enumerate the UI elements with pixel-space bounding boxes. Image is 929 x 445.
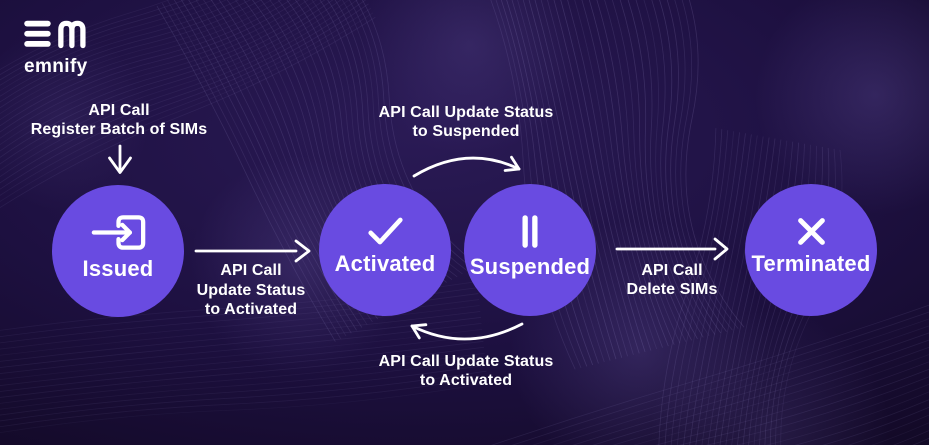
label-line: Register Batch of SIMs bbox=[30, 121, 208, 138]
label-line: API Call bbox=[641, 262, 703, 279]
label-line: Delete SIMs bbox=[626, 280, 718, 298]
node-activated: Activated bbox=[319, 184, 451, 316]
label-line: API Call bbox=[220, 262, 282, 279]
pause-icon bbox=[522, 214, 538, 248]
label-update-to-activated: API Call Update Status to Activated bbox=[197, 261, 306, 320]
check-icon bbox=[367, 217, 403, 245]
node-suspended: Suspended bbox=[464, 184, 596, 316]
emnify-wordmark: emnify bbox=[24, 56, 88, 77]
sim-issue-icon bbox=[91, 214, 145, 250]
label-line: API Call Update Status bbox=[378, 104, 554, 121]
label-line: API Call bbox=[88, 102, 150, 119]
node-issued: Issued bbox=[52, 185, 184, 317]
node-terminated: Terminated bbox=[745, 184, 877, 316]
node-terminated-label: Terminated bbox=[751, 250, 871, 276]
label-line: to Activated bbox=[204, 301, 298, 318]
label-line: to Activated bbox=[419, 372, 513, 389]
close-icon bbox=[797, 217, 825, 245]
emnify-logo: emnify bbox=[24, 19, 88, 76]
node-issued-label: Issued bbox=[82, 255, 154, 281]
label-update-back-to-activated: API Call Update Status to Activated bbox=[379, 352, 554, 390]
emnify-logo-mark bbox=[24, 20, 86, 49]
node-activated-label: Activated bbox=[334, 251, 436, 276]
label-line: API Call Update Status bbox=[378, 353, 554, 370]
label-line: to Suspended bbox=[412, 123, 520, 140]
label-update-to-suspended: API Call Update Status to Suspended bbox=[379, 103, 554, 141]
label-register-batch: API Call Register Batch of SIMs bbox=[31, 101, 207, 139]
node-suspended-label: Suspended bbox=[469, 253, 591, 279]
label-delete-sims: API Call Delete SIMs bbox=[627, 262, 718, 299]
label-line: Update Status bbox=[196, 281, 306, 299]
